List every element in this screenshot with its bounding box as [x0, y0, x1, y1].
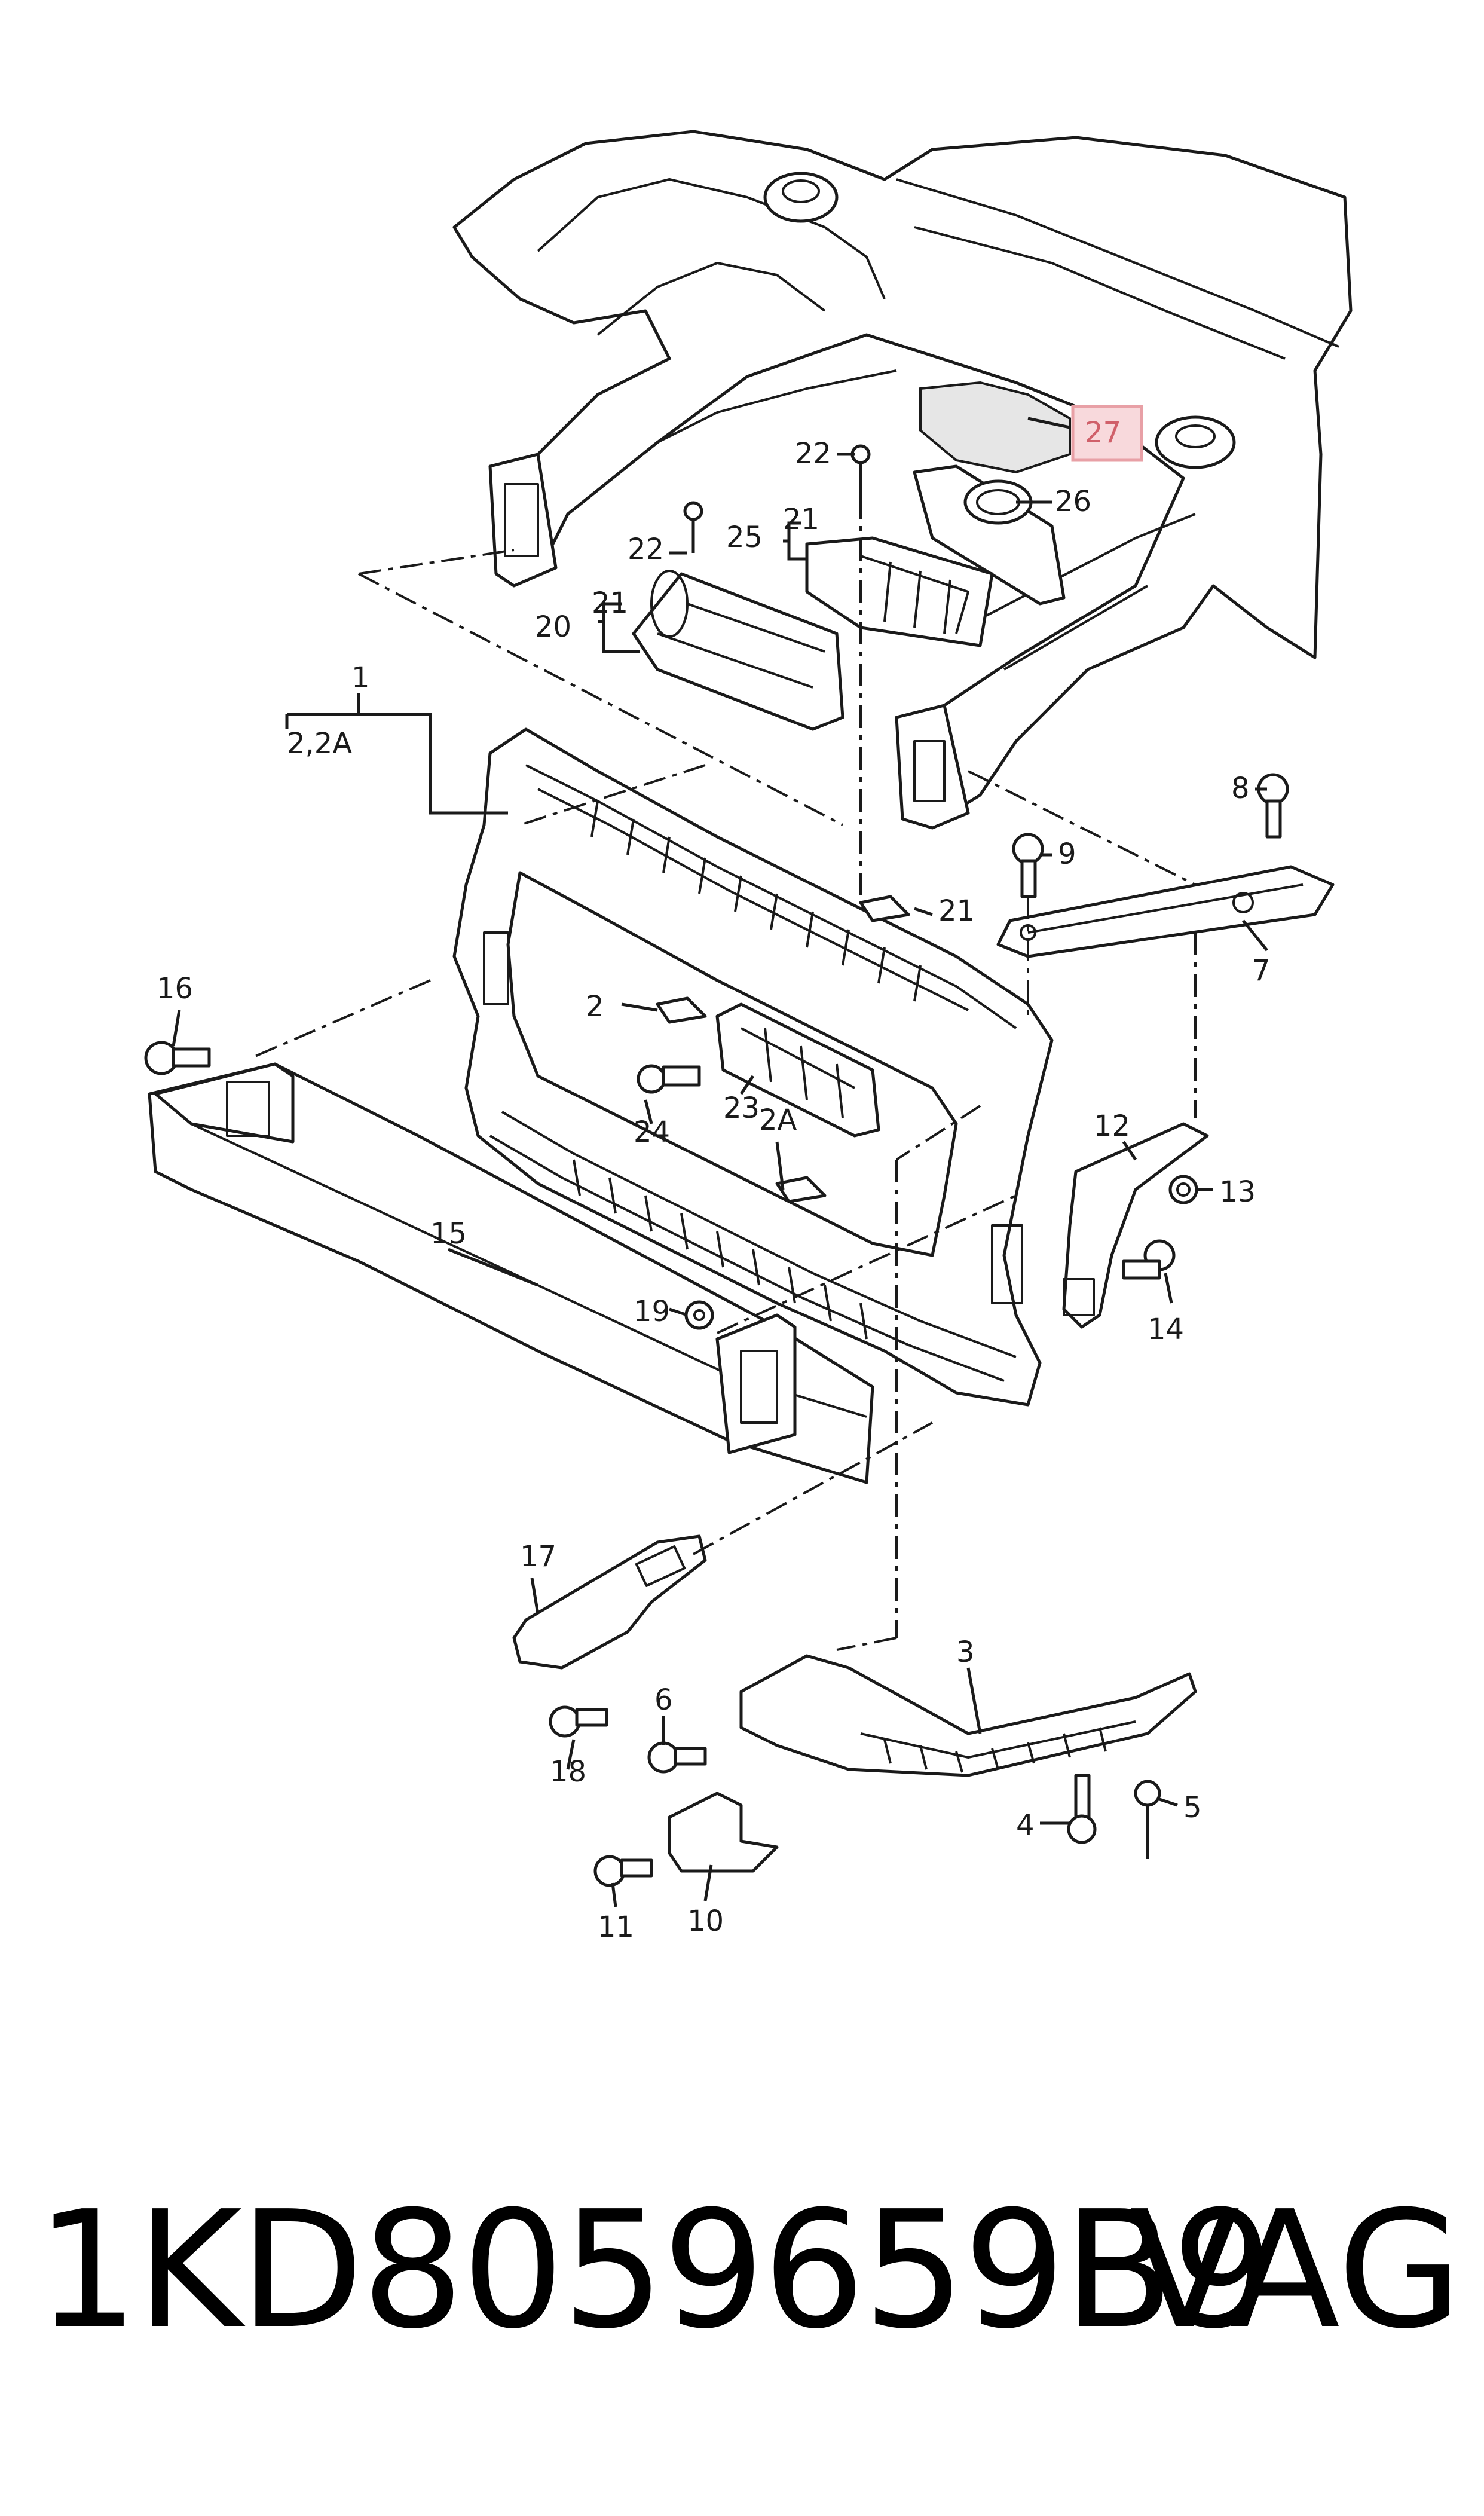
rivet-5	[1134, 1780, 1161, 1859]
exploded-parts-diagram: 1 2,2A 2 2A 3 4 5 6 7 8 9 10 11 12 13 14…	[144, 130, 1353, 1944]
screw-22-left	[683, 501, 703, 553]
callout-labels: 1 2,2A 2 2A 3 4 5 6 7 8 9 10 11 12 13 14…	[157, 416, 1271, 1944]
callout-11: 11	[598, 1910, 634, 1944]
callout-16: 16	[157, 972, 193, 1005]
clip-21	[859, 895, 910, 922]
screw-22-upper	[850, 444, 871, 496]
callout-21-upper: 21	[783, 503, 819, 536]
callout-25: 25	[726, 521, 763, 554]
part-number: 1KD8059659B9	[36, 2176, 1274, 2364]
callout-27-highlight	[1071, 405, 1143, 462]
callout-14: 14	[1148, 1313, 1184, 1346]
callout-18: 18	[550, 1755, 586, 1789]
callout-2a: 2A	[759, 1103, 797, 1137]
callout-9: 9	[1058, 837, 1076, 871]
bolt-24	[637, 1064, 701, 1094]
callout-17: 17	[520, 1540, 556, 1573]
callout-20: 20	[535, 610, 571, 644]
callout-2-2a: 2,2A	[287, 727, 352, 760]
callout-24: 24	[634, 1115, 670, 1149]
part-7-bracket	[996, 865, 1335, 958]
brand-name: VAG	[1130, 2176, 1462, 2364]
callout-10: 10	[687, 1904, 724, 1938]
callout-15: 15	[430, 1217, 467, 1251]
clip-2	[656, 996, 707, 1024]
callout-19: 19	[634, 1295, 670, 1328]
bolt-11	[593, 1855, 653, 1887]
callout-21-clip: 21	[938, 894, 975, 928]
bolt-14	[1122, 1239, 1176, 1280]
callout-22-upper: 22	[795, 437, 831, 470]
callout-27: 27	[1085, 416, 1121, 450]
part-25-duct	[805, 536, 994, 647]
vehicle-body-structure	[452, 130, 1353, 830]
part-17-lock	[512, 1534, 707, 1670]
leader-lines	[172, 417, 1268, 1907]
callout-23: 23	[723, 1092, 760, 1125]
part-23-latch-bracket	[715, 1002, 880, 1138]
callout-8: 8	[1231, 772, 1250, 805]
bolt-8	[1257, 773, 1289, 839]
callout-7: 7	[1252, 954, 1271, 988]
assembly-lines	[250, 496, 1197, 1651]
bolt-16	[144, 1041, 211, 1075]
callout-13: 13	[1219, 1175, 1256, 1209]
bolt-6	[647, 1741, 707, 1774]
callout-26: 26	[1055, 485, 1091, 518]
clip-19	[684, 1300, 714, 1330]
part-12-side-bracket	[1062, 1122, 1209, 1329]
callout-2: 2	[586, 990, 604, 1023]
clip-2a	[775, 1176, 827, 1203]
part-3-lower-bracket	[739, 1654, 1197, 1777]
part-26-air-duct	[913, 464, 1066, 606]
bolt-9	[1012, 833, 1044, 898]
part-10-small-bracket	[668, 1792, 779, 1873]
callout-12: 12	[1094, 1109, 1130, 1143]
part-27-bracket	[919, 381, 1143, 474]
callout-1: 1	[351, 661, 370, 695]
callout-22-left: 22	[628, 533, 664, 566]
bolt-18	[549, 1705, 608, 1738]
nut-13	[1168, 1175, 1198, 1204]
callout-4: 4	[1016, 1809, 1035, 1842]
callout-21-left: 21	[592, 586, 628, 620]
part-20-duct	[632, 570, 844, 731]
callout-6: 6	[654, 1683, 673, 1717]
callout-3: 3	[956, 1635, 975, 1669]
bolt-4	[1067, 1774, 1097, 1844]
callout-5: 5	[1183, 1791, 1202, 1824]
